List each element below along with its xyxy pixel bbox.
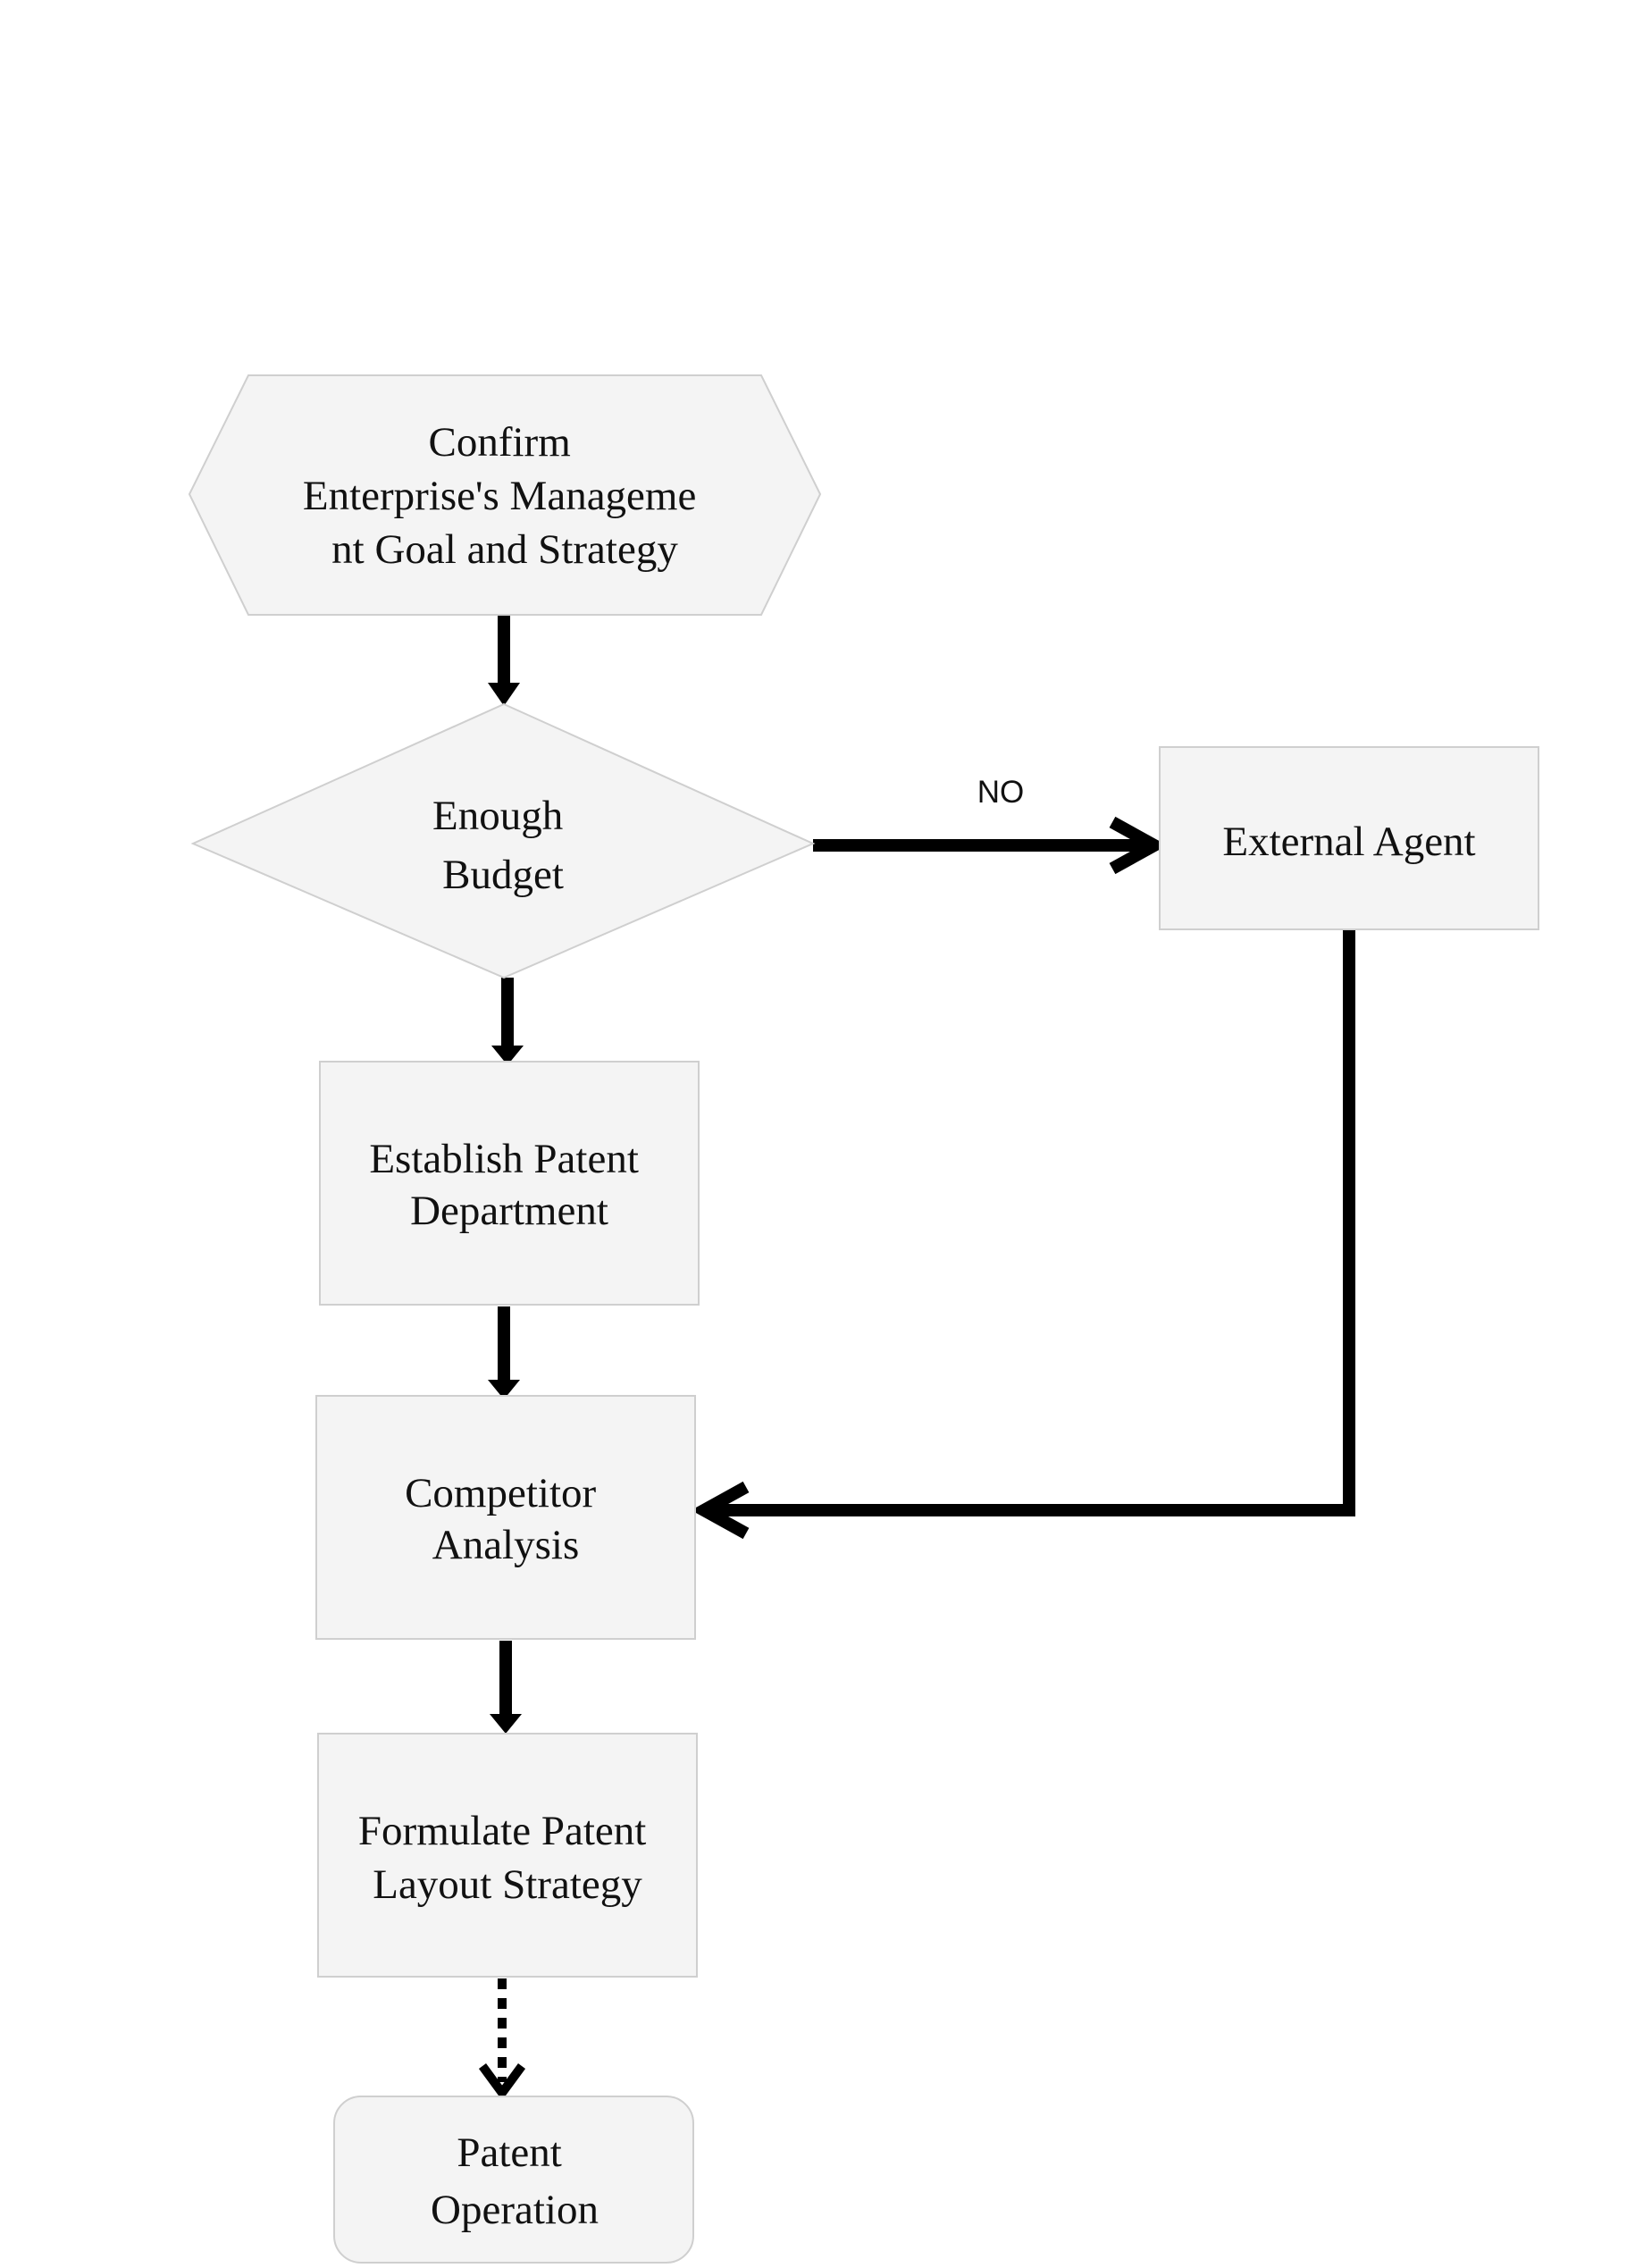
svg-text:External Agent: External Agent — [1222, 819, 1475, 865]
establish-department-box — [319, 1061, 700, 1306]
node-start: Confirm Enterprise's Manageme nt Goal an… — [188, 374, 822, 616]
operation-label-line-2: Operation — [431, 2187, 599, 2233]
start-label-line-3: nt Goal and Strategy — [331, 526, 678, 573]
edge-decision-to-external: NO — [813, 775, 1168, 875]
node-establish-department: Establish Patent Department — [319, 1061, 700, 1306]
competitor-analysis-box — [315, 1395, 696, 1640]
formulate-label-line-2: Layout Strategy — [373, 1861, 642, 1908]
edge-external-to-competitor — [691, 929, 1355, 1540]
svg-text:Enough Budget: Enough Budget — [432, 793, 574, 898]
svg-text:Competitor Analysis: Competitor Analysis — [405, 1470, 607, 1568]
decision-label-line-1: Enough — [432, 793, 563, 839]
start-label-line-1: Confirm — [428, 419, 570, 466]
svg-text:Formulate Patent Layout: Formulate Patent Layout Strategy — [358, 1808, 657, 1908]
node-external-agent: External Agent — [1159, 746, 1539, 930]
edge-establish-to-competitor — [488, 1306, 520, 1399]
operation-label-line-1: Patent — [457, 2129, 561, 2176]
node-patent-operation: Patent Operation — [333, 2096, 694, 2264]
start-label-line-2: Enterprise's Manageme — [303, 473, 696, 519]
external-agent-label: External Agent — [1222, 819, 1475, 865]
edge-decision-to-establish — [491, 978, 524, 1065]
node-formulate-strategy: Formulate Patent Layout Strategy — [317, 1733, 698, 1978]
formulate-strategy-box — [317, 1733, 698, 1978]
competitor-label-line-2: Analysis — [432, 1522, 580, 1568]
svg-text:Establish Patent Departm: Establish Patent Department — [369, 1136, 649, 1234]
start-hexagon — [188, 374, 822, 616]
edge-start-to-decision — [488, 615, 520, 706]
patent-operation-box — [333, 2096, 694, 2264]
svg-text:Patent Operation: Patent Operation — [431, 2129, 599, 2233]
edge-competitor-to-formulate — [490, 1641, 522, 1734]
node-competitor-analysis: Competitor Analysis — [315, 1395, 696, 1640]
edge-formulate-to-operation — [478, 1978, 526, 2101]
decision-diamond — [190, 702, 816, 979]
svg-text:Confirm Enterprise's Man: Confirm Enterprise's Manageme nt Goal an… — [303, 419, 707, 573]
external-agent-box — [1159, 746, 1539, 930]
formulate-label-line-1: Formulate Patent — [358, 1808, 646, 1854]
node-decision: Enough Budget — [190, 702, 816, 979]
edge-label-no: NO — [977, 775, 1025, 810]
decision-label-line-2: Budget — [442, 852, 564, 898]
establish-label-line-1: Establish Patent — [369, 1136, 639, 1182]
competitor-label-line-1: Competitor — [405, 1470, 596, 1516]
establish-label-line-2: Department — [410, 1188, 608, 1234]
